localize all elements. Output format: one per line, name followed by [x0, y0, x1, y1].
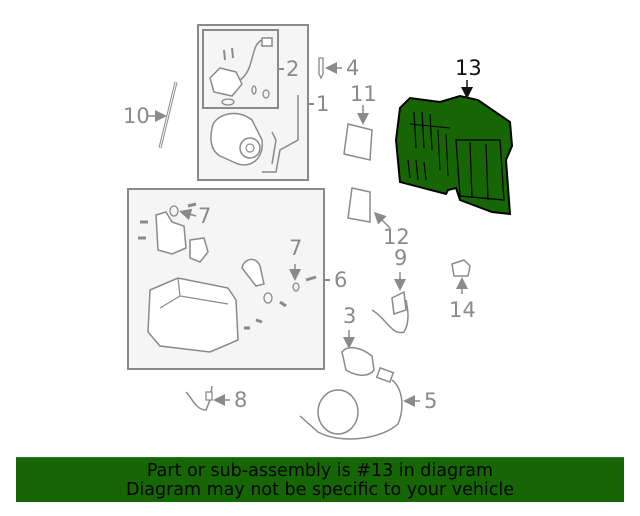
part-5-wire	[299, 366, 420, 440]
part-8-bracket	[185, 385, 230, 411]
assembly-box-1	[197, 24, 314, 181]
callout-5: 5	[424, 389, 438, 413]
callout-8: 8	[234, 388, 248, 412]
callout-12: 12	[383, 225, 410, 249]
callout-7b: 7	[289, 236, 303, 260]
callout-13: 13	[455, 56, 482, 80]
banner-line-1: Part or sub-assembly is #13 in diagram	[146, 461, 494, 481]
part-12-relay	[347, 187, 391, 229]
callout-4: 4	[346, 56, 360, 80]
callout-6: 6	[334, 268, 348, 292]
callout-3: 3	[343, 304, 357, 328]
part-10-rod	[148, 81, 178, 149]
part-13-highlighted	[394, 80, 514, 216]
part-3-sensor	[341, 330, 375, 376]
banner-line-2: Diagram may not be specific to your vehi…	[125, 480, 515, 500]
callout-2: 2	[286, 57, 300, 81]
callout-9: 9	[394, 246, 408, 270]
callout-11: 11	[350, 82, 377, 106]
callout-10: 10	[123, 104, 150, 128]
assembly-box-modulator	[127, 188, 330, 370]
part-4-bolt	[318, 57, 342, 80]
part-9-harness	[371, 272, 409, 334]
callout-14: 14	[449, 298, 476, 322]
part-14-clip	[451, 259, 471, 294]
part-11-module	[343, 105, 373, 161]
part-info-banner: Part or sub-assembly is #13 in diagram D…	[16, 457, 624, 502]
callout-1: 1	[316, 92, 330, 116]
callout-7a: 7	[198, 204, 212, 228]
